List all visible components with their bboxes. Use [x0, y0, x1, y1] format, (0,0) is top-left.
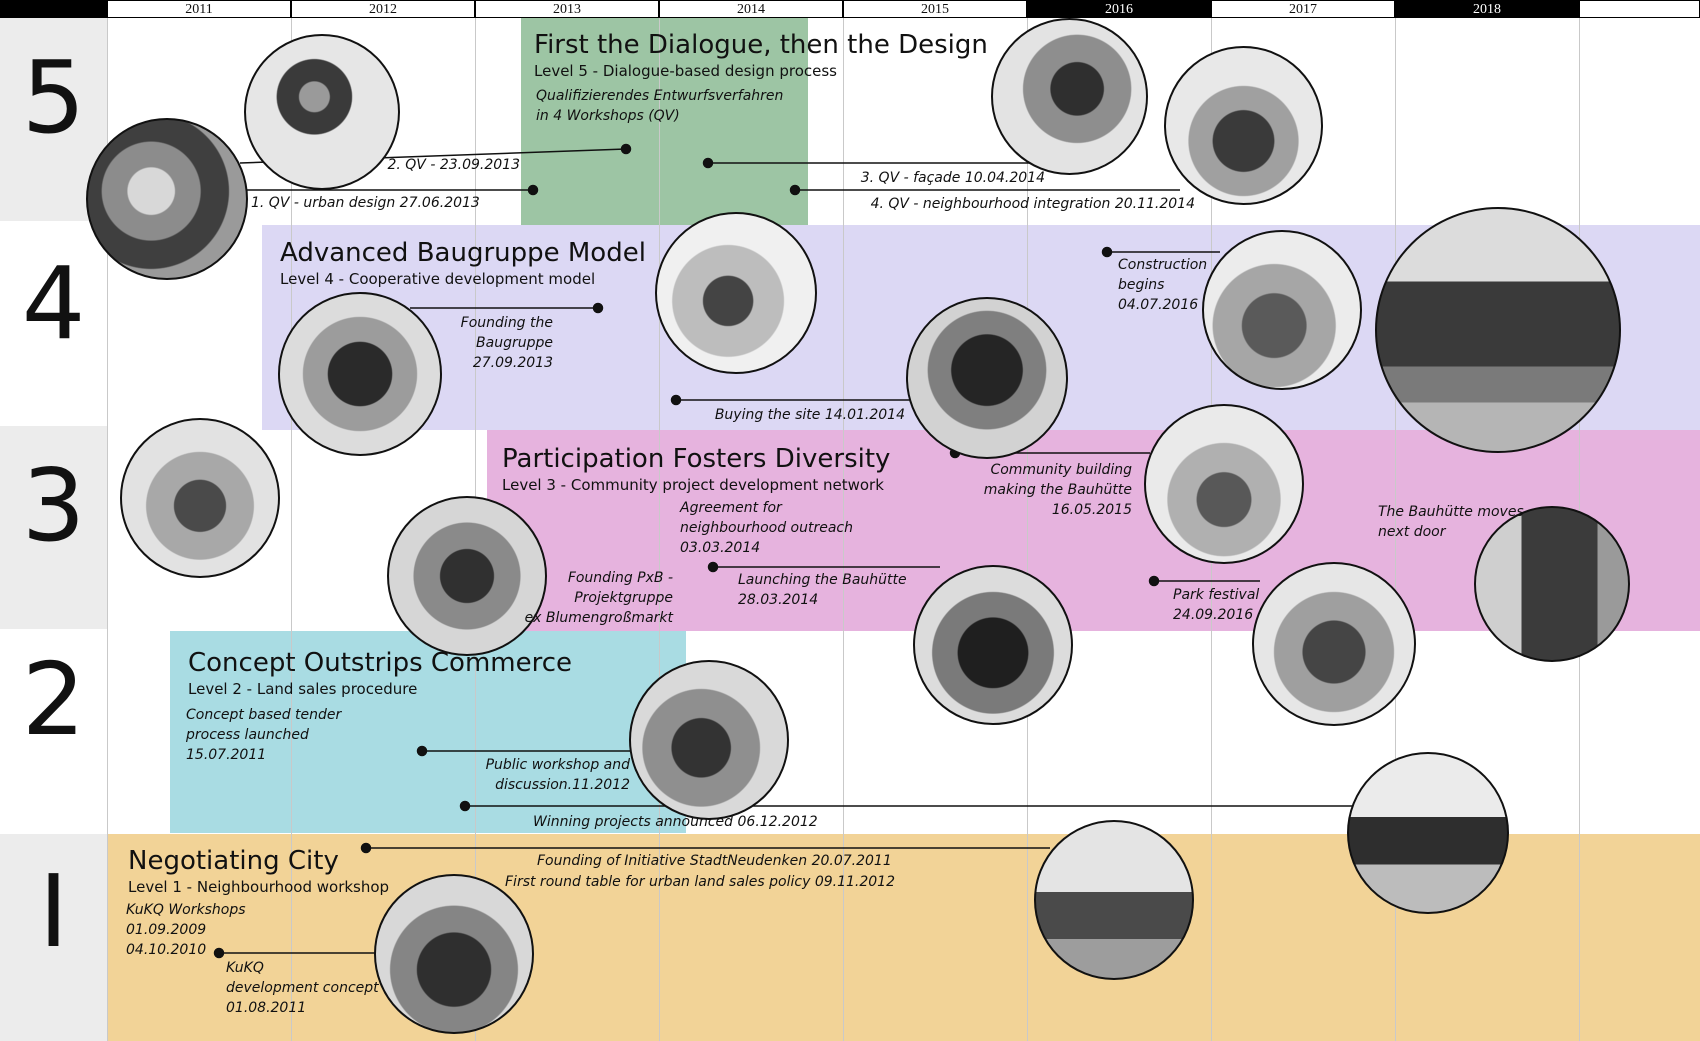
model-worker-photo	[120, 418, 280, 578]
event-note: Founding the Baugruppe 27.09.2013	[460, 315, 553, 371]
event-note: KuKQ Workshops 01.09.2009 04.10.2010	[126, 902, 246, 958]
public-workshop-photo	[629, 660, 789, 820]
band-title: Participation Fosters Diversity	[502, 444, 891, 474]
level-stripe	[0, 834, 107, 1041]
band-title: First the Dialogue, then the Design	[534, 30, 988, 60]
event-note: 2. QV - 23.09.2013	[387, 157, 520, 173]
event-note: Agreement for neighbourhood outreach 03.…	[680, 500, 854, 556]
seated-discussion-photo	[387, 496, 547, 656]
event-note: Community building making the Bauhütte 1…	[983, 462, 1132, 518]
level-number-5: 5	[21, 39, 86, 156]
event-note: Launching the Bauhütte 28.03.2014	[738, 572, 907, 608]
facade-photo	[1474, 506, 1630, 662]
band-subtitle: Level 2 - Land sales procedure	[188, 680, 418, 698]
panel-hearing-photo	[1034, 820, 1194, 980]
event-note: Buying the site 14.01.2014	[714, 407, 905, 423]
group-portrait-photo	[906, 297, 1068, 459]
band-level-2	[170, 631, 686, 833]
level-number-4: 4	[21, 245, 86, 362]
band-subtitle: Level 5 - Dialogue-based design process	[534, 62, 837, 80]
year-label: 2013	[475, 0, 659, 18]
event-note: Concept based tender process launched 15…	[186, 707, 342, 763]
event-note: Winning projects announced 06.12.2012	[533, 814, 818, 830]
groundbreaking-photo	[1202, 230, 1362, 390]
level-number-2: 2	[21, 641, 86, 758]
band-level-5	[521, 18, 808, 225]
speaker-photo	[244, 34, 400, 190]
year-label: 2018	[1395, 0, 1579, 18]
building-exterior-photo	[1375, 207, 1621, 453]
band-subtitle: Level 4 - Cooperative development model	[280, 270, 596, 288]
presentation-room-photo	[1164, 46, 1323, 205]
event-note: The Bauhütte moves next door	[1378, 504, 1524, 540]
year-label: 2011	[107, 0, 291, 18]
qv-description: Qualifizierendes Entwurfsverfahren in 4 …	[536, 88, 784, 124]
event-note: 1. QV - urban design 27.06.2013	[251, 195, 480, 211]
founding-group-photo	[278, 292, 442, 456]
band-subtitle: Level 3 - Community project development …	[502, 476, 884, 494]
table-discussion-photo	[655, 212, 817, 374]
event-note: 3. QV - façade 10.04.2014	[860, 170, 1045, 186]
event-note: Founding of Initiative StadtNeudenken 20…	[537, 853, 892, 869]
year-label: 2014	[659, 0, 843, 18]
event-note: Founding PxB - Projektgruppe ex Blumengr…	[524, 570, 673, 626]
workshop-pointing-photo	[991, 18, 1148, 175]
band-title: Advanced Baugruppe Model	[280, 238, 646, 268]
year-label: 2017	[1211, 0, 1395, 18]
press-event-photo	[913, 565, 1073, 725]
band-title: Concept Outstrips Commerce	[188, 648, 573, 678]
year-label: 2016	[1027, 0, 1211, 18]
park-festival-photo	[1252, 562, 1416, 726]
level-stripe	[0, 426, 107, 629]
band-title: Negotiating City	[128, 846, 339, 876]
group-meeting-photo	[86, 118, 248, 280]
year-label: 2015	[843, 0, 1027, 18]
level-number-1: I	[38, 853, 69, 970]
event-note: 4. QV - neighbourhood integration 20.11.…	[870, 196, 1195, 212]
event-note: First round table for urban land sales p…	[505, 874, 895, 890]
event-note: Park festival 24.09.2016	[1173, 587, 1260, 623]
year-label: 2012	[291, 0, 475, 18]
bauhuette-construction-photo	[1144, 404, 1304, 564]
event-note: KuKQ development concept 01.08.2011	[226, 960, 379, 1016]
level-number-3: 3	[21, 447, 86, 564]
band-subtitle: Level 1 - Neighbourhood workshop	[128, 878, 390, 896]
event-note: Construction begins 04.07.2016	[1118, 257, 1208, 313]
round-table-photo	[1347, 752, 1509, 914]
event-note: Public workshop and discussion.11.2012	[485, 757, 630, 793]
kukq-audience-photo	[374, 874, 534, 1034]
